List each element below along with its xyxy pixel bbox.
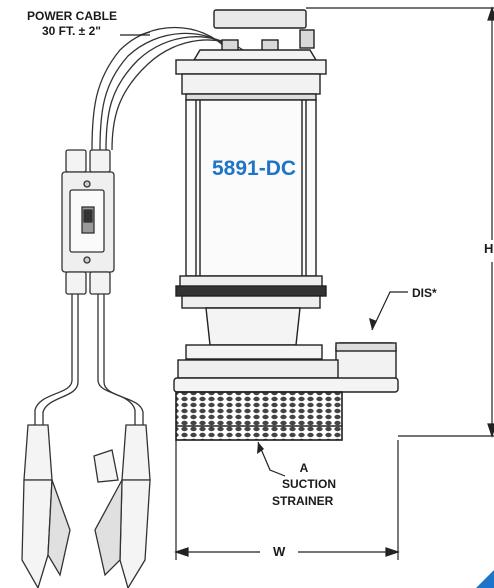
model-number: 5891-DC	[212, 157, 297, 180]
suction-a-label: A	[299, 461, 309, 475]
cable-length-label: 30 FT. ± 2"	[42, 24, 101, 38]
label-leaders	[120, 34, 408, 477]
discharge-label: DIS*	[412, 286, 437, 300]
motor-body	[175, 99, 327, 309]
power-cables	[91, 26, 244, 151]
clip-cables	[34, 294, 144, 425]
alligator-clip-icon	[21, 424, 151, 588]
pump-top	[175, 9, 327, 101]
pump-base	[173, 307, 399, 441]
float-switch-icon	[61, 149, 115, 295]
suction-label: SUCTION	[282, 477, 336, 491]
height-dimension	[306, 6, 494, 438]
power-cable-label: POWER CABLE	[27, 9, 117, 23]
width-label: W	[273, 544, 286, 559]
strainer-label: STRAINER	[272, 494, 334, 508]
corner-accent	[476, 570, 494, 588]
height-label: H	[484, 241, 494, 256]
width-dimension	[174, 440, 400, 560]
